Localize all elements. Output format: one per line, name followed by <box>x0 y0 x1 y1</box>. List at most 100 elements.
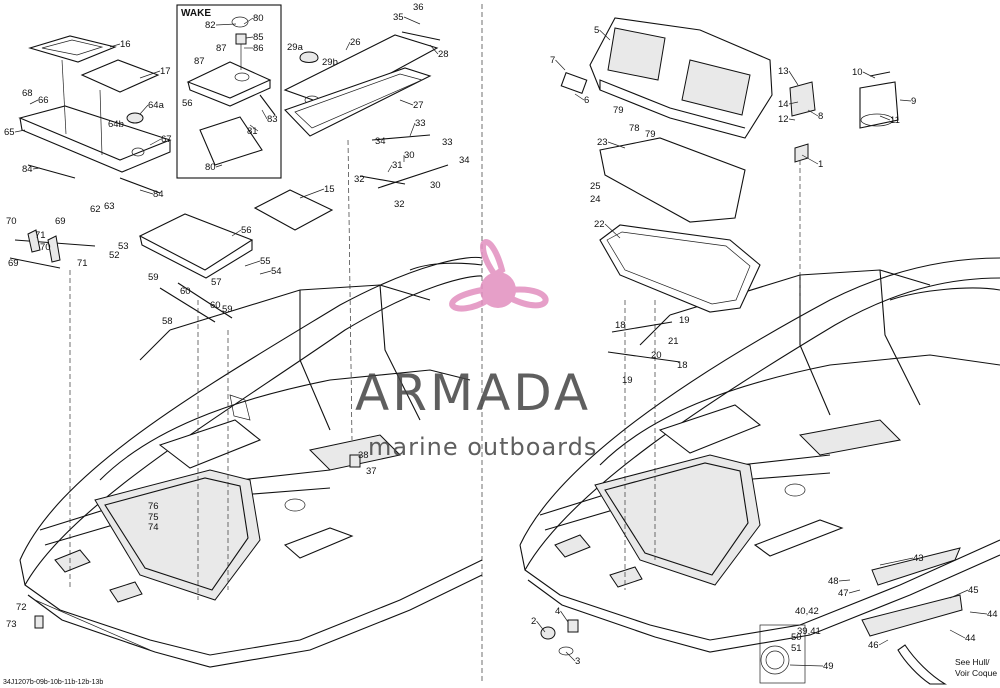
leader-line <box>429 44 439 55</box>
part-callout-5: 5 <box>594 25 599 36</box>
leader-line <box>29 99 39 105</box>
leader-line <box>259 270 272 275</box>
part-callout-59: 59 <box>148 272 159 283</box>
leader-line <box>109 43 121 48</box>
left-hull <box>19 256 483 668</box>
part-callout-47: 47 <box>838 588 849 599</box>
leader-line <box>969 611 988 615</box>
part-callout-34: 34 <box>375 136 386 147</box>
drawing-code: 34J1207b-09b-10b-11b-12b-13b <box>3 679 103 686</box>
leader-line <box>261 109 268 120</box>
part-callout-19: 19 <box>622 375 633 386</box>
part-callout-24: 24 <box>590 194 601 205</box>
part-callout-53: 53 <box>118 241 129 252</box>
part-callout-40-42: 40,42 <box>795 606 819 617</box>
part-callout-80: 80 <box>205 162 216 173</box>
part-callout-86: 86 <box>253 43 264 54</box>
leader-line <box>599 29 611 41</box>
leader-line <box>801 154 819 165</box>
part-callout-39-41: 39,41 <box>797 626 821 637</box>
part-callout-57: 57 <box>211 277 222 288</box>
part-callout-70: 70 <box>6 216 17 227</box>
part-callout-3: 3 <box>575 656 580 667</box>
part-callout-82: 82 <box>205 20 216 31</box>
leader-line <box>399 99 414 106</box>
part-callout-70: 70 <box>40 242 51 253</box>
part-callout-56: 56 <box>182 98 193 109</box>
part-callout-45: 45 <box>968 585 979 596</box>
part-callout-73: 73 <box>6 619 17 630</box>
part-callout-9: 9 <box>911 96 916 107</box>
leader-line <box>149 138 162 146</box>
leader-line <box>299 188 325 199</box>
armada-logo: ARMADA marine outboards <box>355 239 596 461</box>
leader-line <box>139 70 161 79</box>
part-callout-12: 12 <box>778 114 789 125</box>
part-callout-69: 69 <box>8 258 19 269</box>
leader-line <box>807 109 819 117</box>
part-callout-84: 84 <box>22 164 33 175</box>
leader-line <box>879 115 891 121</box>
leader-line <box>565 651 576 662</box>
part-callout-79: 79 <box>645 129 656 140</box>
part-callout-66: 66 <box>38 95 49 106</box>
part-callout-29a: 29a <box>287 42 304 53</box>
part-callout-8: 8 <box>818 111 823 122</box>
leader-line <box>862 71 876 79</box>
leader-line <box>555 59 566 71</box>
part-callout-27: 27 <box>413 100 424 111</box>
part-callout-87: 87 <box>216 43 227 54</box>
part-callout-23: 23 <box>597 137 608 148</box>
part-callout-58: 58 <box>162 316 173 327</box>
leader-line <box>899 99 912 102</box>
part-callout-30: 30 <box>430 180 441 191</box>
leader-line <box>215 164 223 168</box>
part-callout-87: 87 <box>194 56 205 67</box>
part-callout-38: 38 <box>358 450 369 461</box>
part-callout-51: 51 <box>791 643 802 654</box>
leader-line <box>215 23 237 26</box>
leader-line <box>879 557 914 566</box>
part-callout-69: 69 <box>55 216 66 227</box>
part-callout-32: 32 <box>354 174 365 185</box>
part-callout-31: 31 <box>392 160 403 171</box>
leader-line <box>231 229 242 237</box>
part-callout-33: 33 <box>442 137 453 148</box>
leader-line <box>789 664 824 667</box>
part-callout-19: 19 <box>679 315 690 326</box>
part-callout-43: 43 <box>913 553 924 564</box>
leader-line <box>387 164 393 173</box>
part-callout-35: 35 <box>393 12 404 23</box>
leader-line <box>139 104 149 115</box>
leader-line <box>249 124 259 132</box>
leader-line <box>604 223 621 239</box>
part-callout-64b: 64b <box>108 119 124 130</box>
part-callout-54: 54 <box>271 266 282 277</box>
leader-line <box>560 610 569 623</box>
part-callout-37: 37 <box>366 466 377 477</box>
leader-line <box>536 620 546 633</box>
part-callout-68: 68 <box>22 88 33 99</box>
part-callout-44: 44 <box>965 633 976 644</box>
part-callout-50: 50 <box>791 632 802 643</box>
part-callout-2: 2 <box>531 616 536 627</box>
part-callout-25: 25 <box>590 181 601 192</box>
part-callout-33: 33 <box>415 118 426 129</box>
part-callout-7: 7 <box>550 55 555 66</box>
part-callout-81: 81 <box>247 126 258 137</box>
leader-line <box>244 260 261 267</box>
part-callout-18: 18 <box>615 320 626 331</box>
leader-line <box>345 41 351 51</box>
part-callout-78: 78 <box>629 123 640 134</box>
part-callout-36: 36 <box>413 2 424 13</box>
part-callout-44: 44 <box>987 609 998 620</box>
part-callout-60: 60 <box>210 300 221 311</box>
part-callout-49: 49 <box>823 661 834 672</box>
part-callout-28: 28 <box>438 49 449 60</box>
part-callout-26: 26 <box>350 37 361 48</box>
leader-line <box>788 118 796 121</box>
part-callout-21: 21 <box>668 336 679 347</box>
part-callout-62: 62 <box>90 204 101 215</box>
leader-line <box>403 16 421 25</box>
